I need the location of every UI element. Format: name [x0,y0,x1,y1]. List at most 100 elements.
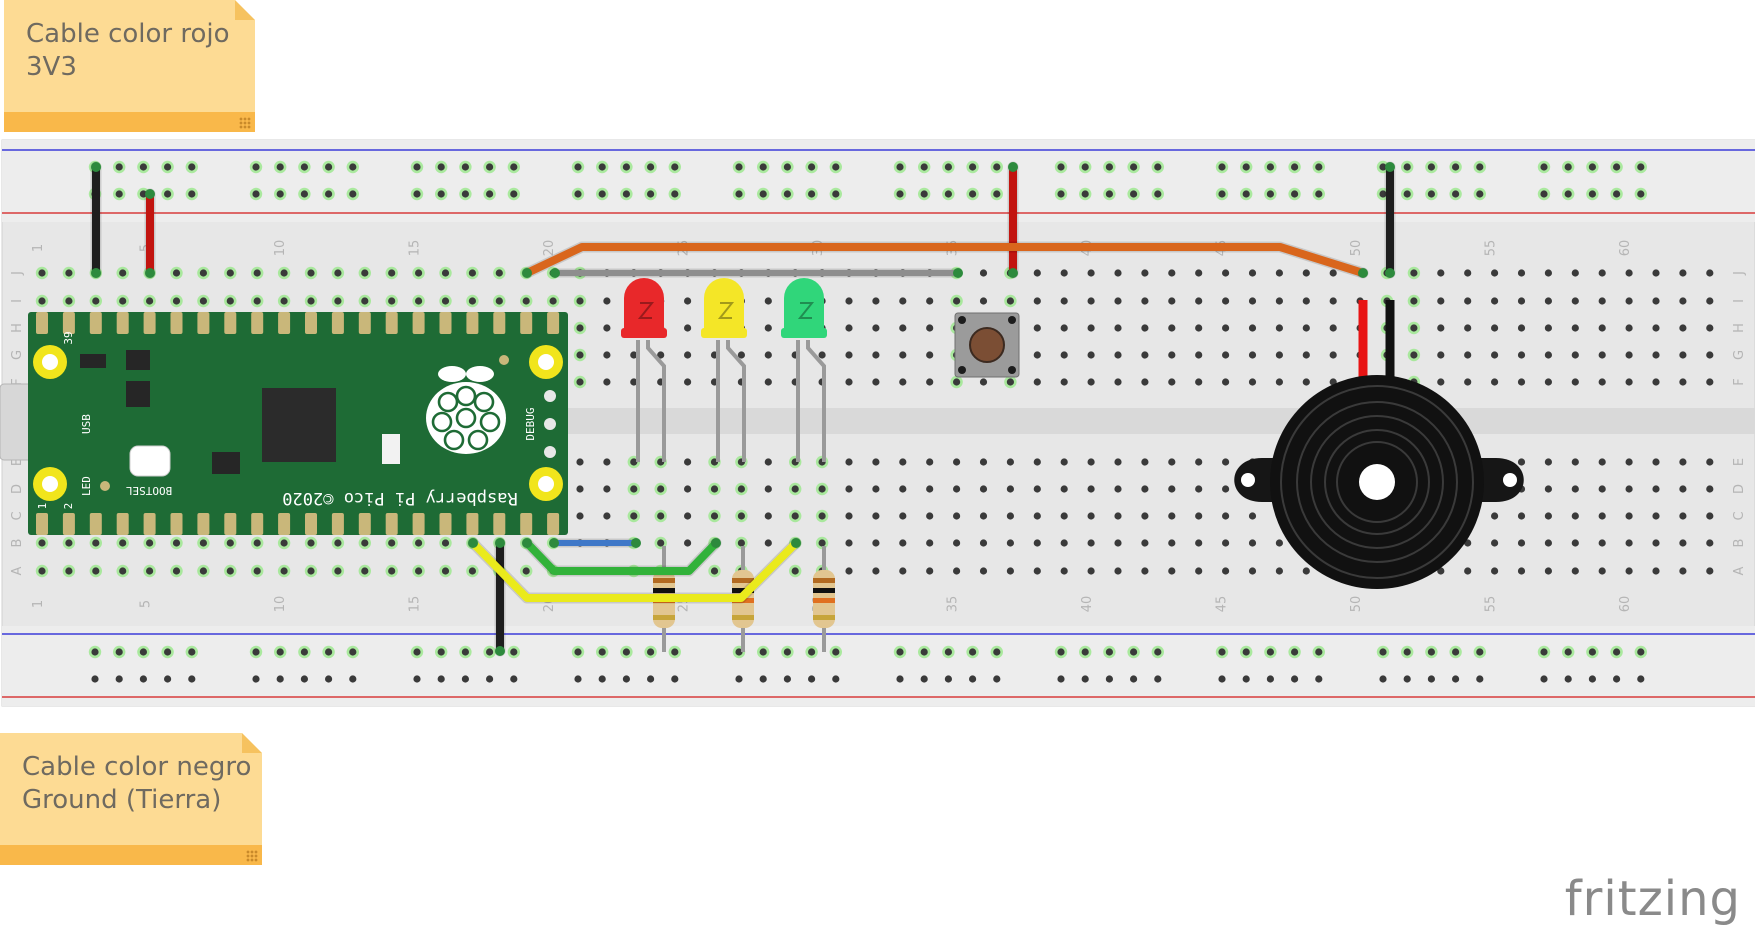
row-letter: D [10,484,25,494]
breadboard-hole [1302,567,1310,575]
hole-socket [647,648,655,656]
hole-socket [1517,378,1526,386]
hole-socket [1598,378,1606,386]
breadboard-hole [990,187,1003,201]
hole-socket [818,351,826,359]
hole-socket [1114,512,1122,520]
pico-pin-pad [62,513,75,535]
breadboard-hole [845,458,853,466]
hole-socket [65,567,73,575]
breadboard-hole [197,266,210,280]
breadboard-hole [1401,160,1414,174]
row-letter: C [10,511,25,520]
hole-socket [522,297,530,305]
fritzing-logo: fritzing [1564,871,1741,927]
breadboard-hole [684,512,692,520]
column-number: 55 [1484,596,1499,613]
pico-pin-pad [547,513,560,535]
breadboard-hole [872,539,880,547]
breadboard-hole [1033,324,1041,332]
breadboard-hole [1302,378,1310,386]
breadboard-hole [88,645,102,659]
breadboard-hole [1379,675,1387,683]
hole-socket [1625,378,1633,386]
breadboard-hole [684,351,692,359]
note-resize-handle[interactable] [239,117,251,129]
hole-socket [1222,297,1230,305]
hole-socket [1105,163,1113,171]
hole-socket [832,190,840,198]
breadboard-hole [137,645,150,659]
breadboard-hole [966,187,979,201]
breadboard-hole [1264,187,1277,201]
mounting-hole-center [538,476,554,492]
hole-socket [1625,485,1633,493]
hole-socket [253,539,261,547]
breadboard-hole [1060,351,1068,359]
hole-socket [307,297,315,305]
hole-socket [1540,675,1548,683]
buzzer-mount-hole [1241,473,1255,487]
hole-socket [461,648,469,656]
hole-socket [1168,485,1176,493]
hole-socket [630,378,638,386]
breadboard-hole [781,187,794,201]
hole-socket [899,512,907,520]
hole-socket [1403,648,1411,656]
breadboard-hole [1151,160,1165,174]
hole-socket [252,190,260,198]
hole-socket [1275,378,1283,386]
hole-socket [576,458,584,466]
hole-socket [598,648,606,656]
hole-socket [139,190,147,198]
hole-socket [361,297,369,305]
breadboard-hole [990,645,1003,659]
breadboard-hole [1114,269,1122,277]
breadboard-hole [1437,297,1445,305]
hole-socket [486,190,494,198]
hole-socket [199,297,207,305]
hole-socket [845,297,853,305]
breadboard-hole [1060,324,1068,332]
hole-socket [1410,324,1418,332]
breadboard-hole [1706,297,1714,305]
breadboard-hole [1598,351,1606,359]
breadboard-hole [620,187,633,201]
note-resize-handle[interactable] [246,850,258,862]
hole-socket [657,485,665,493]
breadboard-hole [789,482,802,496]
row-letter: B [1732,539,1747,548]
breadboard-hole [574,675,582,683]
hole-socket [1302,567,1310,575]
breadboard-hole [1195,512,1203,520]
hole-socket [1060,485,1068,493]
wire-green [521,537,722,577]
breadboard-hole [1544,539,1552,547]
note-bottom-line2: Ground (Tierra) [22,785,222,815]
hole-socket [783,190,792,198]
breadboard-hole [896,675,904,683]
breadboard-hole [1033,269,1041,277]
breadboard-hole [1679,539,1687,547]
breadboard-hole [322,160,335,174]
hole-socket [1195,512,1203,520]
breadboard-hole [251,266,264,280]
hole-socket [1706,539,1714,547]
hole-socket [1476,675,1484,683]
breadboard-hole [684,378,692,386]
hole-socket [334,567,342,575]
hole-socket [576,512,584,520]
breadboard-hole [845,485,853,493]
note-red-wire[interactable]: Cable color rojo 3V3 [4,0,255,132]
hole-socket [953,567,961,575]
breadboard-hole [603,378,611,386]
note-black-wire[interactable]: Cable color negro Ground (Tierra) [0,733,262,865]
breadboard-hole [1652,485,1660,493]
pico-pin-pad [493,513,506,535]
hole-socket [1033,485,1041,493]
hole-socket [808,675,816,683]
breadboard-hole [845,512,853,520]
hole-socket [1540,648,1548,656]
hole-socket [1625,458,1633,466]
breadboard-hole [942,160,955,174]
